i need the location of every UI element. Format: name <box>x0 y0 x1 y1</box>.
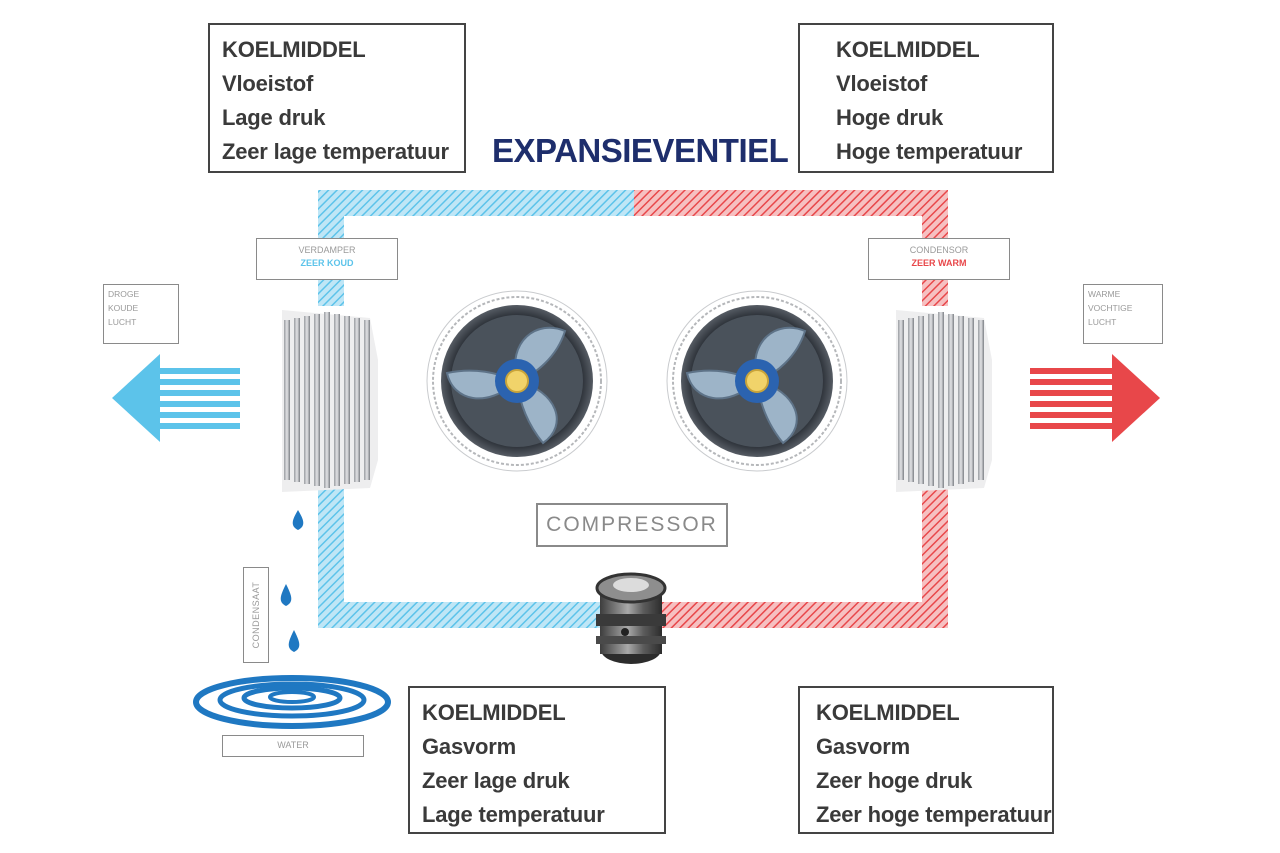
arrow-stripe <box>158 423 240 429</box>
pipe-left-upper <box>318 190 344 242</box>
arrow-stripe <box>1030 390 1114 396</box>
water-label: Water <box>222 735 364 757</box>
info-line: Zeer lage temperatuur <box>222 139 449 164</box>
coil-fin <box>364 320 370 480</box>
coil-fin <box>314 314 320 486</box>
cold-air-label-box: Droge koude lucht <box>103 284 179 344</box>
evaporator-state: Zeer koud <box>300 258 354 268</box>
fan-right <box>666 290 848 472</box>
coil-fin <box>294 318 300 482</box>
coil-fin <box>344 316 350 484</box>
info-line: KOELMIDDEL <box>222 37 366 62</box>
pipe-top-hot <box>634 190 948 216</box>
warm-air-label-box: Warme vochtige lucht <box>1083 284 1163 344</box>
info-line: Vloeistof <box>222 71 314 96</box>
warm-air-arrow <box>1030 354 1160 442</box>
evaporator-label-box: Verdamper Zeer koud <box>256 238 398 280</box>
air-line: lucht <box>1088 317 1117 327</box>
coil-fin <box>284 320 290 480</box>
fan-left <box>426 290 608 472</box>
arrow-stripe <box>1030 368 1114 374</box>
coil-fin <box>938 312 944 488</box>
info-box-bottom-right: KOELMIDDEL Gasvorm Zeer hoge druk Zeer h… <box>798 686 1054 834</box>
evaporator-coil <box>282 310 378 492</box>
water-drops <box>280 510 304 652</box>
pipe-bottom-cold <box>318 602 602 628</box>
arrow-stripe <box>158 401 240 407</box>
air-line: koude <box>108 303 139 313</box>
coil-fin <box>334 314 340 486</box>
air-line: vochtige <box>1088 303 1133 313</box>
info-line: Lage temperatuur <box>422 802 605 827</box>
evaporator-label: Verdamper <box>298 245 356 255</box>
compressor-label: COMPRESSOR <box>536 503 728 547</box>
info-box-top-left: KOELMIDDEL Vloeistof Lage druk Zeer lage… <box>208 23 466 173</box>
info-box-bottom-left: KOELMIDDEL Gasvorm Zeer lage druk Lage t… <box>408 686 666 834</box>
pipe-bottom-hot <box>660 602 948 628</box>
coil-fin <box>354 318 360 482</box>
arrow-stripe <box>1030 423 1114 429</box>
pipe-right-lower <box>922 488 948 628</box>
info-line: Zeer hoge druk <box>816 768 973 793</box>
refrigerant-pipes <box>318 190 948 628</box>
info-line: Gasvorm <box>422 734 516 759</box>
info-box-top-right: KOELMIDDEL Vloeistof Hoge druk Hoge temp… <box>798 23 1054 173</box>
coil-fin <box>324 312 330 488</box>
info-line: Vloeistof <box>836 71 928 96</box>
arrow-stripe <box>158 412 240 418</box>
diagram-title: EXPANSIEVENTIEL <box>492 132 789 169</box>
info-line: Hoge druk <box>836 105 943 130</box>
coil-fin <box>898 320 904 480</box>
drop-icon <box>280 584 292 606</box>
compressor <box>595 572 667 664</box>
coil-fin <box>968 318 974 482</box>
air-line: Droge <box>108 289 140 299</box>
air-line: Warme <box>1088 289 1121 299</box>
arrow-stripe <box>1030 401 1114 407</box>
cold-air-arrow <box>112 354 240 442</box>
condenser-label-box: Condensor Zeer warm <box>868 238 1010 280</box>
air-line: lucht <box>108 317 137 327</box>
water-puddle <box>193 675 391 729</box>
drop-icon <box>288 630 300 652</box>
arrow-stripe <box>1030 379 1114 385</box>
info-line: Hoge temperatuur <box>836 139 1023 164</box>
coil-fin <box>928 314 934 486</box>
drop-icon <box>292 510 304 530</box>
coil-fin <box>918 316 924 484</box>
info-line: Lage druk <box>222 105 326 130</box>
arrow-stripe <box>158 390 240 396</box>
arrow-stripe <box>1030 412 1114 418</box>
info-line: KOELMIDDEL <box>816 700 960 725</box>
arrow-stripe <box>158 368 240 374</box>
info-line: Gasvorm <box>816 734 910 759</box>
condenser-label: Condensor <box>909 245 969 255</box>
condensaat-label: Condensaat <box>251 581 261 649</box>
info-line: KOELMIDDEL <box>422 700 566 725</box>
coil-fin <box>958 316 964 484</box>
condenser-coil <box>896 310 992 492</box>
condensaat-label-box: Condensaat <box>243 567 269 663</box>
arrow-stripe <box>158 379 240 385</box>
info-line: Zeer hoge temperatuur <box>816 802 1052 827</box>
coil-fin <box>978 320 984 480</box>
condenser-state: Zeer warm <box>911 258 967 268</box>
coil-fin <box>948 314 954 486</box>
info-line: KOELMIDDEL <box>836 37 980 62</box>
coil-fin <box>304 316 310 484</box>
coil-fin <box>908 318 914 482</box>
info-line: Zeer lage druk <box>422 768 570 793</box>
pipe-right-upper <box>922 190 948 242</box>
